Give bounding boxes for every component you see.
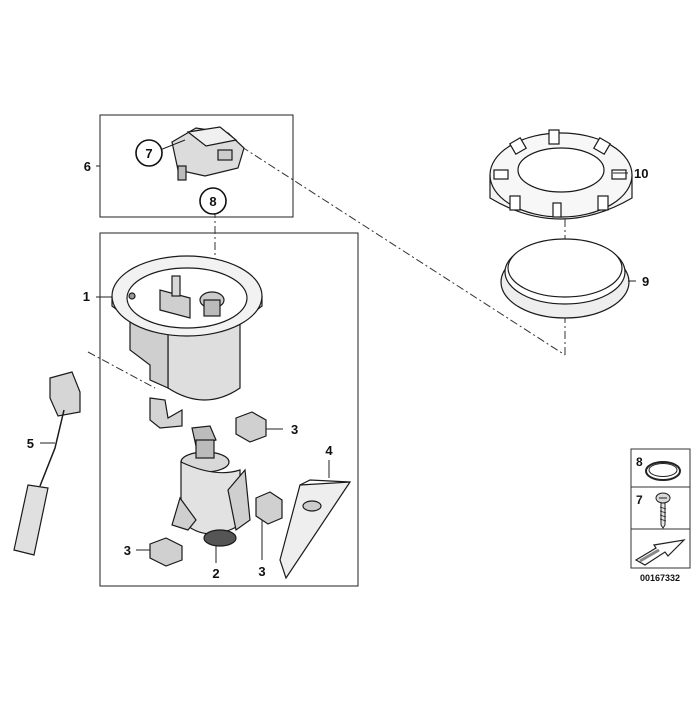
gasket-ring-part: [500, 238, 630, 319]
fuel-pump-part: [149, 397, 251, 547]
cover-part: [171, 126, 245, 181]
cover-alignment-line: [227, 137, 566, 356]
legend-item-8-number: 8: [636, 455, 643, 469]
legend-panel: 8 7: [630, 448, 691, 569]
callout-7-circle: [135, 139, 163, 167]
clip-part-a: [235, 411, 267, 443]
level-sender-part: [13, 371, 81, 556]
subassembly-1-frame: [99, 232, 359, 587]
filter-part: [279, 479, 352, 580]
fuel-pump-module-part: [111, 255, 263, 401]
arrow-icon: [634, 539, 686, 566]
callout-8[interactable]: 8: [209, 194, 216, 209]
callout-2[interactable]: 2: [212, 566, 219, 581]
callout-3-lower-left[interactable]: 3: [124, 543, 131, 558]
screw-icon: [655, 492, 671, 529]
callout-1[interactable]: 1: [83, 289, 90, 304]
callout-6[interactable]: 6: [84, 159, 91, 174]
callout-5[interactable]: 5: [27, 436, 34, 451]
clip-part-b: [255, 491, 283, 525]
o-ring-icon: [645, 461, 681, 481]
callout-9[interactable]: 9: [642, 274, 649, 289]
callout-3-upper[interactable]: 3: [291, 422, 298, 437]
clip-part-c: [149, 537, 183, 567]
callout-8-circle: [199, 187, 227, 215]
image-number: 00167332: [640, 573, 680, 583]
locking-ring-part: [489, 129, 633, 220]
callout-4[interactable]: 4: [325, 443, 333, 458]
leader-7: [159, 139, 186, 151]
sender-link-line: [87, 351, 156, 389]
callout-7[interactable]: 7: [145, 146, 152, 161]
callout-10[interactable]: 10: [634, 166, 648, 181]
legend-item-7-number: 7: [636, 493, 643, 507]
callout-3-lower-right[interactable]: 3: [258, 564, 265, 579]
